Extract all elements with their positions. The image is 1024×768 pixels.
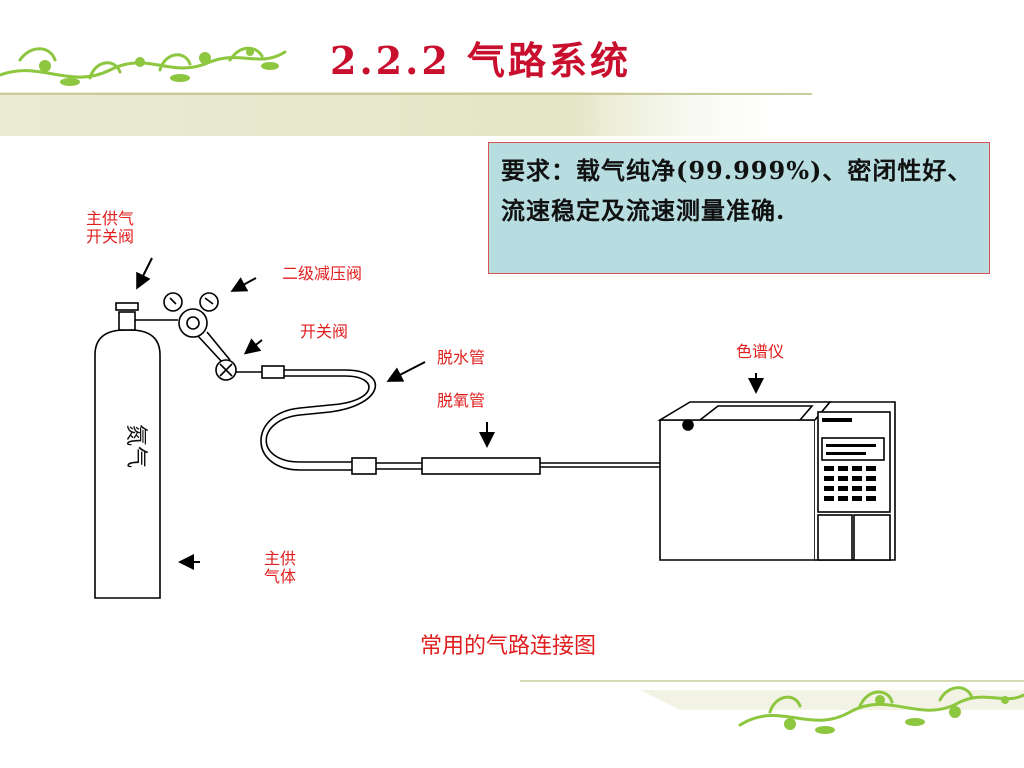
arrow-main-valve [136, 257, 153, 290]
requirement-box: 要求：载气纯净(99.999%)、密闭性好、流速稳定及流速测量准确. [488, 142, 990, 274]
diagram-caption: 常用的气路连接图 [420, 634, 597, 659]
label-main-supply-line2: 气体 [264, 567, 297, 586]
label-deoxygen-tube: 脱氧管 [437, 391, 486, 410]
label-chromatograph: 色谱仪 [736, 342, 785, 361]
cylinder-label: 氮气 [123, 423, 149, 469]
label-main-supply-line1: 主供 [264, 549, 297, 568]
floral-vine-bottom-right [738, 686, 1024, 727]
label-main-supply: 主供 气体 [264, 550, 296, 586]
arrow-regulator [230, 277, 257, 292]
label-regulator: 二级减压阀 [282, 264, 363, 283]
arrow-dehydration [386, 361, 426, 382]
slide-title: 2.2.2 气路系统 [330, 38, 632, 83]
label-main-valve: 主供气 开关阀 [86, 210, 134, 246]
arrow-switch-valve [243, 338, 263, 355]
label-dehydration-tube: 脱水管 [437, 348, 486, 367]
gas-chromatograph [659, 419, 816, 561]
label-main-valve-line1: 主供气 [86, 209, 135, 228]
chromatograph-keypad [822, 418, 876, 501]
label-switch-valve: 开关阀 [300, 322, 349, 341]
label-main-valve-line2: 开关阀 [86, 227, 135, 246]
floral-vine-top-left [0, 46, 287, 80]
